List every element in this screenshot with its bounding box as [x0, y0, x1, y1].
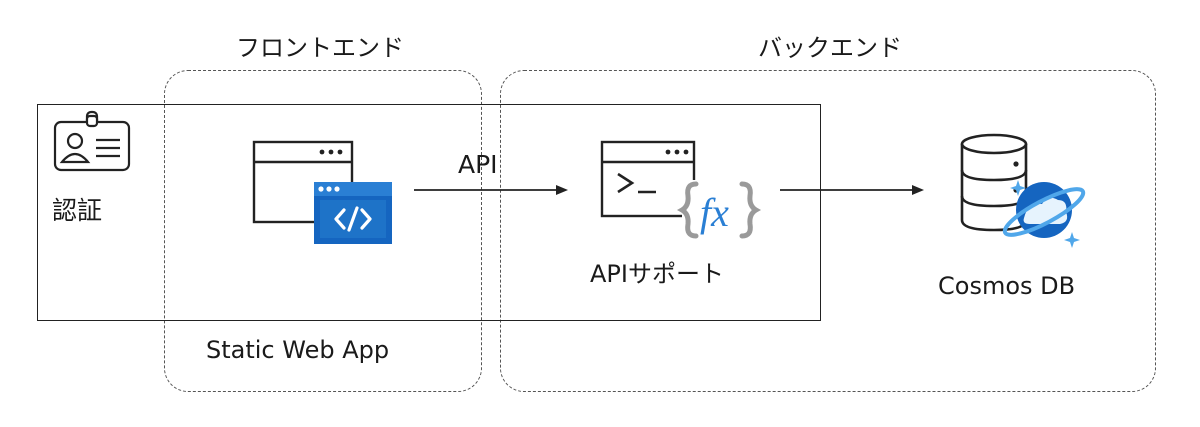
- api-support-label: APIサポート: [590, 260, 724, 288]
- api-arrow: [414, 185, 568, 195]
- terminal-function-icon: fx: [600, 140, 762, 240]
- database-cosmos-icon: [960, 133, 1086, 248]
- auth-boundary: [37, 104, 821, 321]
- backend-group-title: バックエンド: [758, 34, 902, 62]
- api-edge-label: API: [458, 150, 498, 179]
- browser-code-icon: [252, 140, 392, 244]
- static-web-app-label: Static Web App: [206, 336, 390, 364]
- db-arrow: [780, 185, 924, 195]
- frontend-group-title: フロントエンド: [236, 34, 404, 62]
- backend-group: [500, 70, 1156, 392]
- svg-text:fx: fx: [700, 190, 729, 235]
- auth-label: 認証: [52, 196, 103, 225]
- id-badge-icon: [53, 110, 131, 172]
- frontend-group: [164, 70, 482, 392]
- cosmos-db-label: Cosmos DB: [938, 272, 1076, 300]
